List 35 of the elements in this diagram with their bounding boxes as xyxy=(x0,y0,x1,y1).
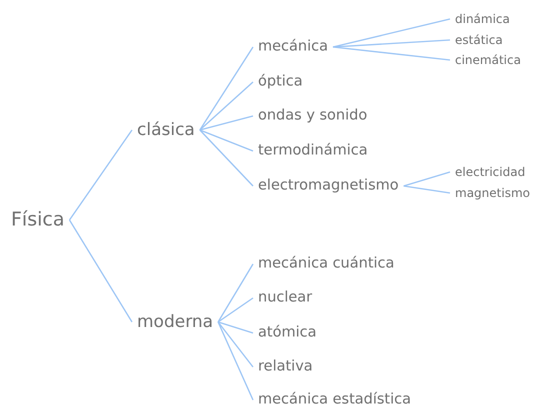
topic-label: mecánica xyxy=(253,38,333,56)
branch-line xyxy=(218,322,254,368)
topic-label: mecánica estadística xyxy=(253,391,416,407)
topic-label: mecánica cuántica xyxy=(253,255,400,273)
branch-line xyxy=(199,46,254,130)
branch-line xyxy=(218,297,254,323)
branch-line xyxy=(200,129,254,152)
branch-line xyxy=(218,264,254,322)
topic-label: magnetismo xyxy=(450,186,535,200)
branch-line xyxy=(332,46,450,61)
branch-line xyxy=(199,130,254,186)
topic-label: relativa xyxy=(253,358,318,376)
branch-line xyxy=(404,185,450,194)
topic-label: óptica xyxy=(253,73,308,91)
topic-label: atómica xyxy=(253,324,322,342)
branch-line xyxy=(218,322,254,400)
topic-label: ondas y sonido xyxy=(253,107,372,125)
branch-line xyxy=(199,82,254,130)
branch-line xyxy=(332,39,450,48)
topic-label: termodinámica xyxy=(253,142,373,160)
topic-label: estática xyxy=(450,32,508,48)
topic-label: moderna xyxy=(132,312,218,332)
topic-label: Física xyxy=(6,208,70,232)
topic-label: electricidad xyxy=(450,164,530,180)
branch-line xyxy=(68,220,133,322)
topic-label: electromagnetismo xyxy=(253,177,404,195)
branch-line xyxy=(403,171,450,187)
branch-line xyxy=(218,321,254,334)
topic-label: dinámica xyxy=(450,12,515,26)
branch-line xyxy=(200,115,254,131)
branch-line xyxy=(68,130,133,220)
branch-line xyxy=(332,18,450,48)
topic-label: nuclear xyxy=(253,289,318,307)
topic-label: clásica xyxy=(132,120,200,140)
topic-label: cinemática xyxy=(450,52,526,68)
